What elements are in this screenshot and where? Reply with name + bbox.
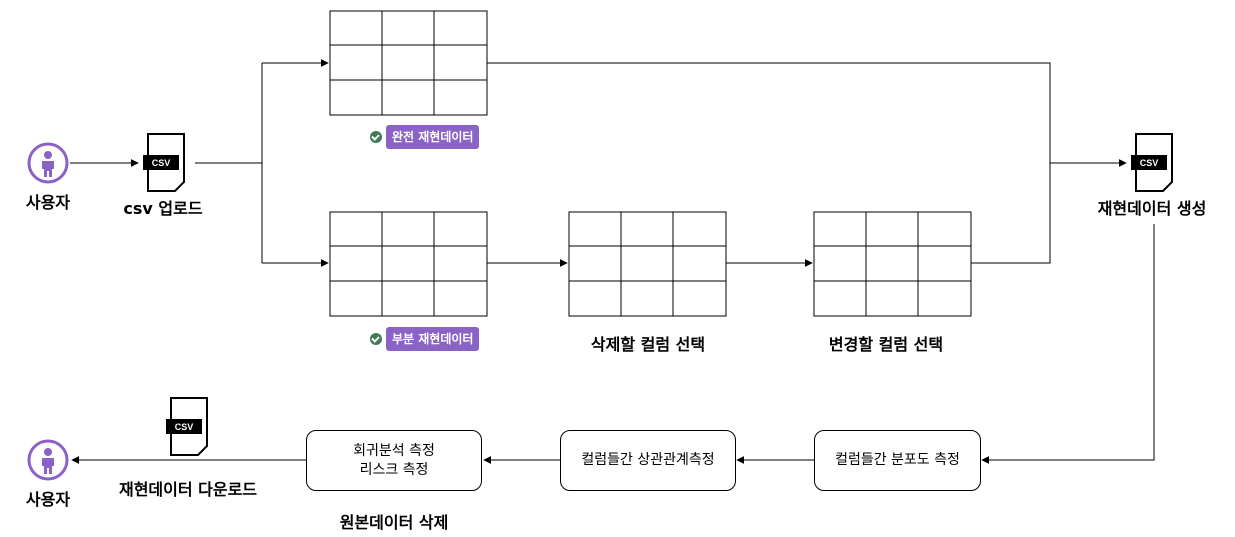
delete-columns-label: 삭제할 컬럼 선택 <box>590 335 706 354</box>
delete-columns-table <box>568 211 727 317</box>
user-top-icon <box>27 142 69 184</box>
upload-label: csv 업로드 <box>123 199 203 218</box>
user-bottom-icon <box>27 439 69 481</box>
partial-check-icon <box>370 333 382 345</box>
regression-text-line2: 리스크 측정 <box>359 461 429 478</box>
correlation-box: 컬럼들간 상관관계측정 <box>560 430 736 491</box>
regression-text-line1: 회귀분석 측정 <box>353 442 435 459</box>
csv-download-file-icon: CSV <box>166 397 208 456</box>
correlation-text: 컬럼들간 상관관계측정 <box>581 452 715 468</box>
user-top-label: 사용자 <box>25 193 71 212</box>
regression-box: 회귀분석 측정 리스크 측정 <box>306 430 482 491</box>
csv-generate-file-icon: CSV <box>1131 133 1173 192</box>
partial-replica-table <box>329 211 488 317</box>
generate-label: 재현데이터 생성 <box>1097 199 1207 218</box>
delete-original-label: 원본데이터 삭제 <box>339 513 449 532</box>
connectors <box>70 59 1155 464</box>
change-columns-table <box>813 211 972 317</box>
csv-upload-file-text: CSV <box>152 158 171 168</box>
csv-upload-file-icon: CSV <box>143 133 185 192</box>
download-label: 재현데이터 다운로드 <box>118 480 258 499</box>
full-replica-badge: 완전 재현데이터 <box>386 125 480 149</box>
line-change-to-merge <box>971 163 1051 264</box>
partial-replica-badge: 부분 재현데이터 <box>386 327 480 351</box>
csv-download-file-text: CSV <box>175 422 194 432</box>
distribution-box: 컬럼들간 분포도 측정 <box>814 430 981 491</box>
line-full-to-merge <box>487 62 1051 163</box>
distribution-text: 컬럼들간 분포도 측정 <box>835 452 960 468</box>
arrow-generate-to-distribution <box>981 224 1155 464</box>
user-bottom-label: 사용자 <box>25 490 71 509</box>
csv-generate-file-text: CSV <box>1140 158 1159 168</box>
full-replica-table <box>329 10 488 116</box>
full-check-icon <box>370 131 382 143</box>
change-columns-label: 변경할 컬럼 선택 <box>828 335 944 354</box>
